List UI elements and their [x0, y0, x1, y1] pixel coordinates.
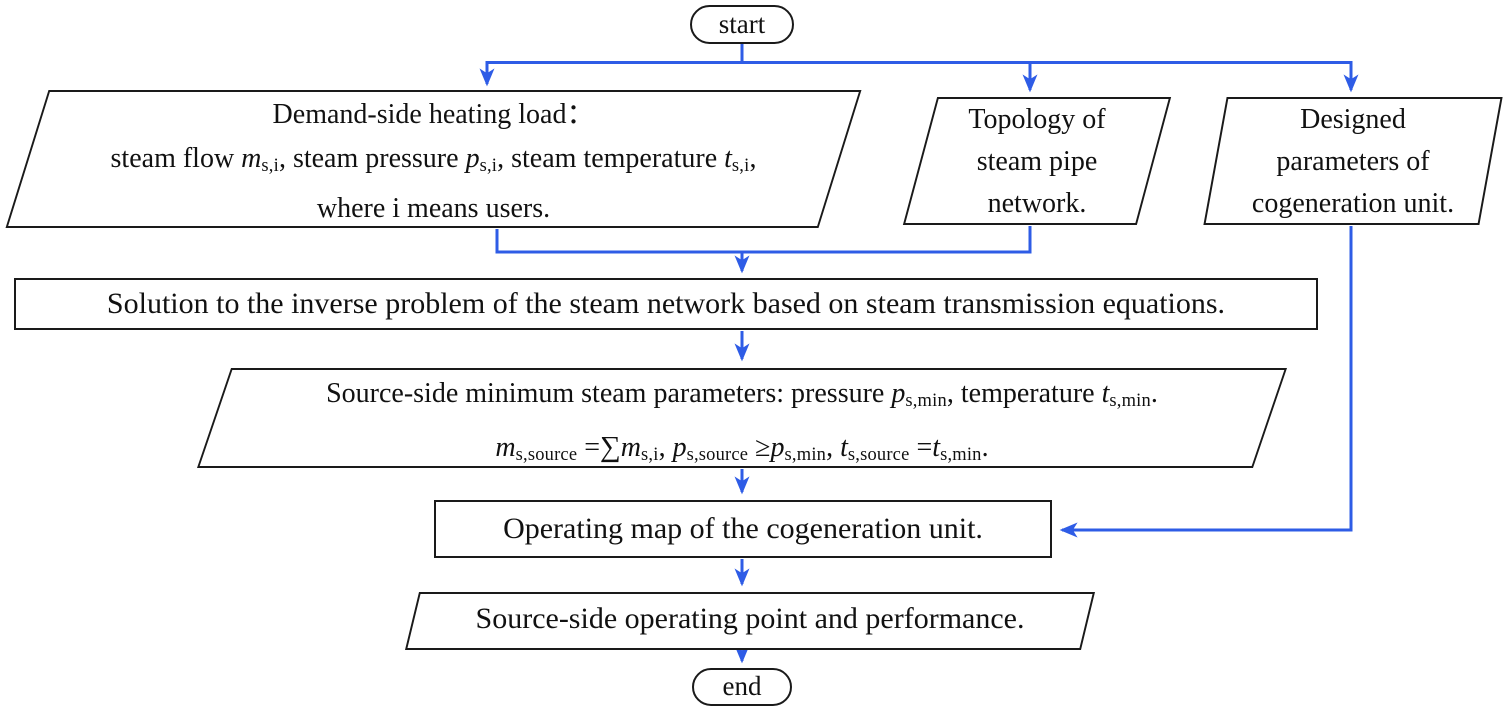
operating-point-label: Source-side operating point and performa…: [475, 602, 1025, 635]
demand-load-node: Demand-side heating load： steam flow ms,…: [5, 90, 862, 228]
subscript: s,min: [784, 444, 827, 465]
subscript: s,i: [641, 444, 659, 465]
var-t: t: [1101, 378, 1110, 409]
arrow-designed-to-map: [1059, 226, 1353, 538]
text-run: Topology of: [968, 104, 1106, 135]
end-node: end: [692, 668, 792, 706]
subscript: s,min: [1109, 390, 1151, 411]
subscript: s,min: [905, 390, 947, 411]
topology-line-3: network.: [903, 183, 1171, 225]
source-min-line-2: ms,source =∑ms,i, ps,source ≥ps,min, ts,…: [196, 424, 1288, 478]
text-run: steam pipe: [976, 146, 1098, 177]
source-min-line-1: Source-side minimum steam parameters: pr…: [196, 370, 1288, 424]
subscript: s,source: [686, 444, 749, 465]
designed-line-1: Designed: [1203, 99, 1503, 141]
var-p: p: [770, 432, 785, 464]
text-run: ,: [658, 432, 673, 464]
text-run: Source-side minimum steam parameters: pr…: [326, 378, 892, 409]
text-run: ,: [749, 143, 757, 174]
designed-line-3: cogeneration unit.: [1203, 183, 1503, 225]
text-run: .: [1150, 378, 1158, 409]
solution-node: Solution to the inverse problem of the s…: [14, 278, 1318, 330]
text-run: Demand-side heating load：: [272, 99, 595, 130]
subscript: s,min: [940, 444, 982, 465]
end-label: end: [722, 671, 762, 701]
merge-path-demand-topology: [495, 226, 1032, 254]
text-run: , temperature: [946, 378, 1102, 409]
subscript: s,i: [261, 155, 279, 176]
subscript: s,i: [731, 155, 750, 176]
solution-label: Solution to the inverse problem of the s…: [106, 287, 1226, 320]
text-run: .: [981, 432, 989, 464]
demand-line-1: Demand-side heating load：: [5, 93, 862, 137]
demand-line-3: where i means users.: [5, 187, 862, 231]
var-p: p: [465, 143, 480, 174]
subscript: s,i: [479, 155, 498, 176]
text-run: =: [577, 432, 601, 464]
start-node: start: [690, 5, 794, 44]
sum-symbol: ∑: [600, 431, 621, 464]
var-m: m: [620, 432, 642, 464]
text-run: , steam pressure: [278, 143, 466, 174]
subscript: s,source: [515, 444, 578, 465]
text-run: Designed: [1300, 104, 1406, 135]
topology-line-2: steam pipe: [903, 141, 1171, 183]
source-min-node: Source-side minimum steam parameters: pr…: [196, 368, 1288, 468]
var-m: m: [241, 143, 262, 174]
operating-map-label: Operating map of the cogeneration unit.: [503, 512, 983, 545]
var-m: m: [495, 432, 516, 464]
designed-line-2: parameters of: [1203, 141, 1503, 183]
operating-map-node: Operating map of the cogeneration unit.: [434, 500, 1052, 558]
var-t: t: [724, 143, 732, 174]
subscript: s,source: [847, 444, 910, 465]
var-p: p: [672, 432, 687, 464]
designed-params-node: Designed parameters of cogeneration unit…: [1203, 97, 1503, 225]
text-run: steam flow: [110, 143, 242, 174]
var-t: t: [840, 432, 848, 464]
var-t: t: [932, 432, 941, 464]
start-label: start: [718, 9, 766, 39]
text-run: ≥: [748, 432, 771, 464]
text-run: cogeneration unit.: [1251, 188, 1455, 219]
var-p: p: [891, 378, 906, 409]
topology-line-1: Topology of: [903, 99, 1171, 141]
demand-line-2: steam flow ms,i, steam pressure ps,i, st…: [5, 137, 862, 187]
text-run: =: [909, 432, 933, 464]
text-run: where i means users.: [316, 193, 551, 225]
topology-node: Topology of steam pipe network.: [902, 97, 1172, 225]
operating-point-node: Source-side operating point and performa…: [404, 592, 1096, 650]
text-run: , steam temperature: [497, 143, 725, 174]
text-run: ,: [826, 432, 841, 464]
text-run: parameters of: [1276, 146, 1430, 177]
text-run: network.: [987, 188, 1087, 219]
